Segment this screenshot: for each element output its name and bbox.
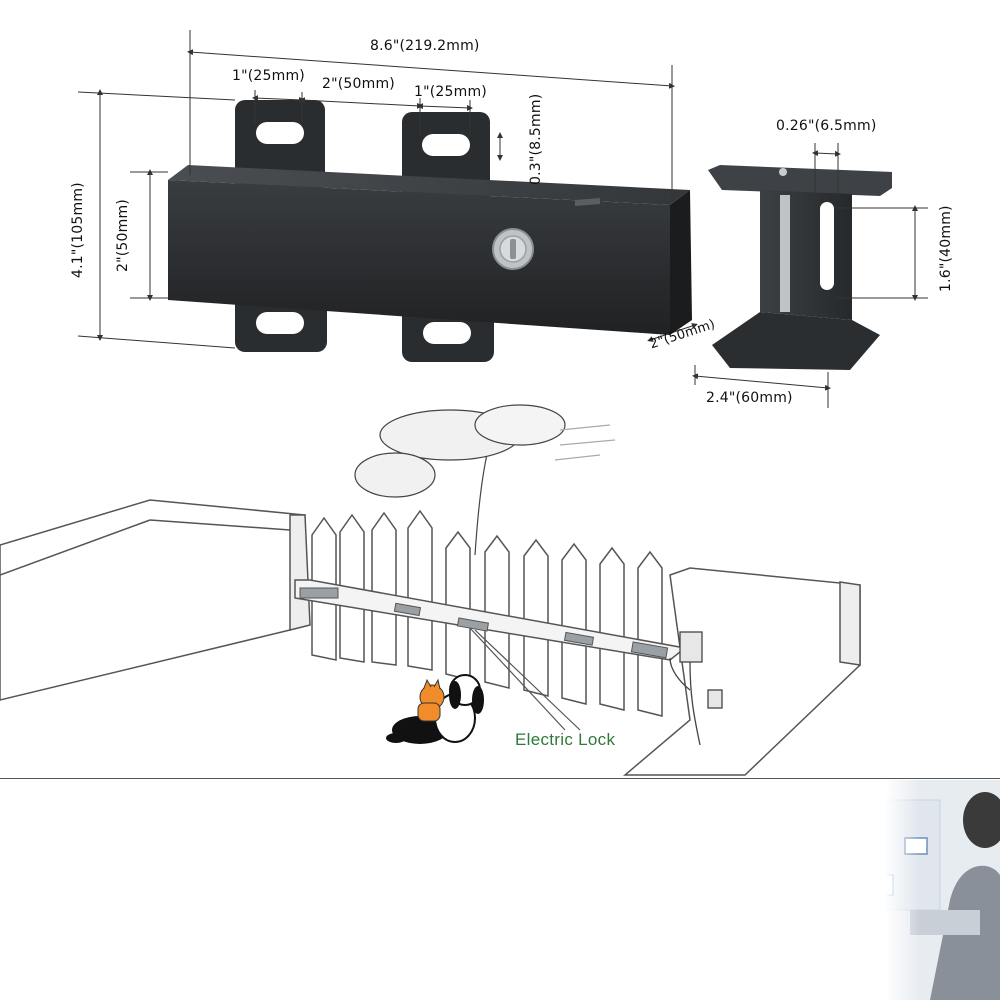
dimension-lines — [77, 30, 698, 349]
callout-lines — [469, 627, 581, 731]
dim-bracket-width: 2.4"(60mm) — [706, 390, 793, 406]
left-wall — [0, 499, 311, 701]
dim-slot-width-left: 1"(25mm) — [232, 68, 305, 84]
dog-and-cat-icon — [386, 674, 484, 744]
dim-total-width: 8.6"(219.2mm) — [370, 38, 480, 54]
lock-body — [168, 165, 692, 335]
right-wall — [622, 567, 861, 776]
lock-diagram — [77, 30, 928, 408]
dim-slot-width-right: 1"(25mm) — [414, 84, 487, 100]
gate-rail — [294, 579, 687, 661]
control-box-icon — [669, 631, 723, 746]
fence-pickets — [311, 509, 663, 717]
gate-scene-illustration — [0, 404, 861, 776]
office-background-photo — [780, 780, 1000, 1000]
electric-lock-label: Electric Lock — [515, 730, 616, 749]
dim-slot-height: 0.3"(8.5mm) — [528, 93, 544, 185]
tree-icon — [354, 404, 616, 556]
dim-bracket-slot-width: 0.26"(6.5mm) — [776, 118, 877, 134]
section-divider — [0, 778, 1000, 779]
dim-bracket-slot-height: 1.6"(40mm) — [938, 205, 954, 292]
strike-bracket — [708, 165, 892, 370]
bracket-dimension-lines — [692, 143, 928, 408]
dim-total-height: 4.1"(105mm) — [70, 182, 86, 278]
dim-body-height: 2"(50mm) — [115, 199, 131, 272]
dim-slot-spacing: 2"(50mm) — [322, 76, 395, 92]
key-cylinder-icon — [492, 228, 534, 270]
